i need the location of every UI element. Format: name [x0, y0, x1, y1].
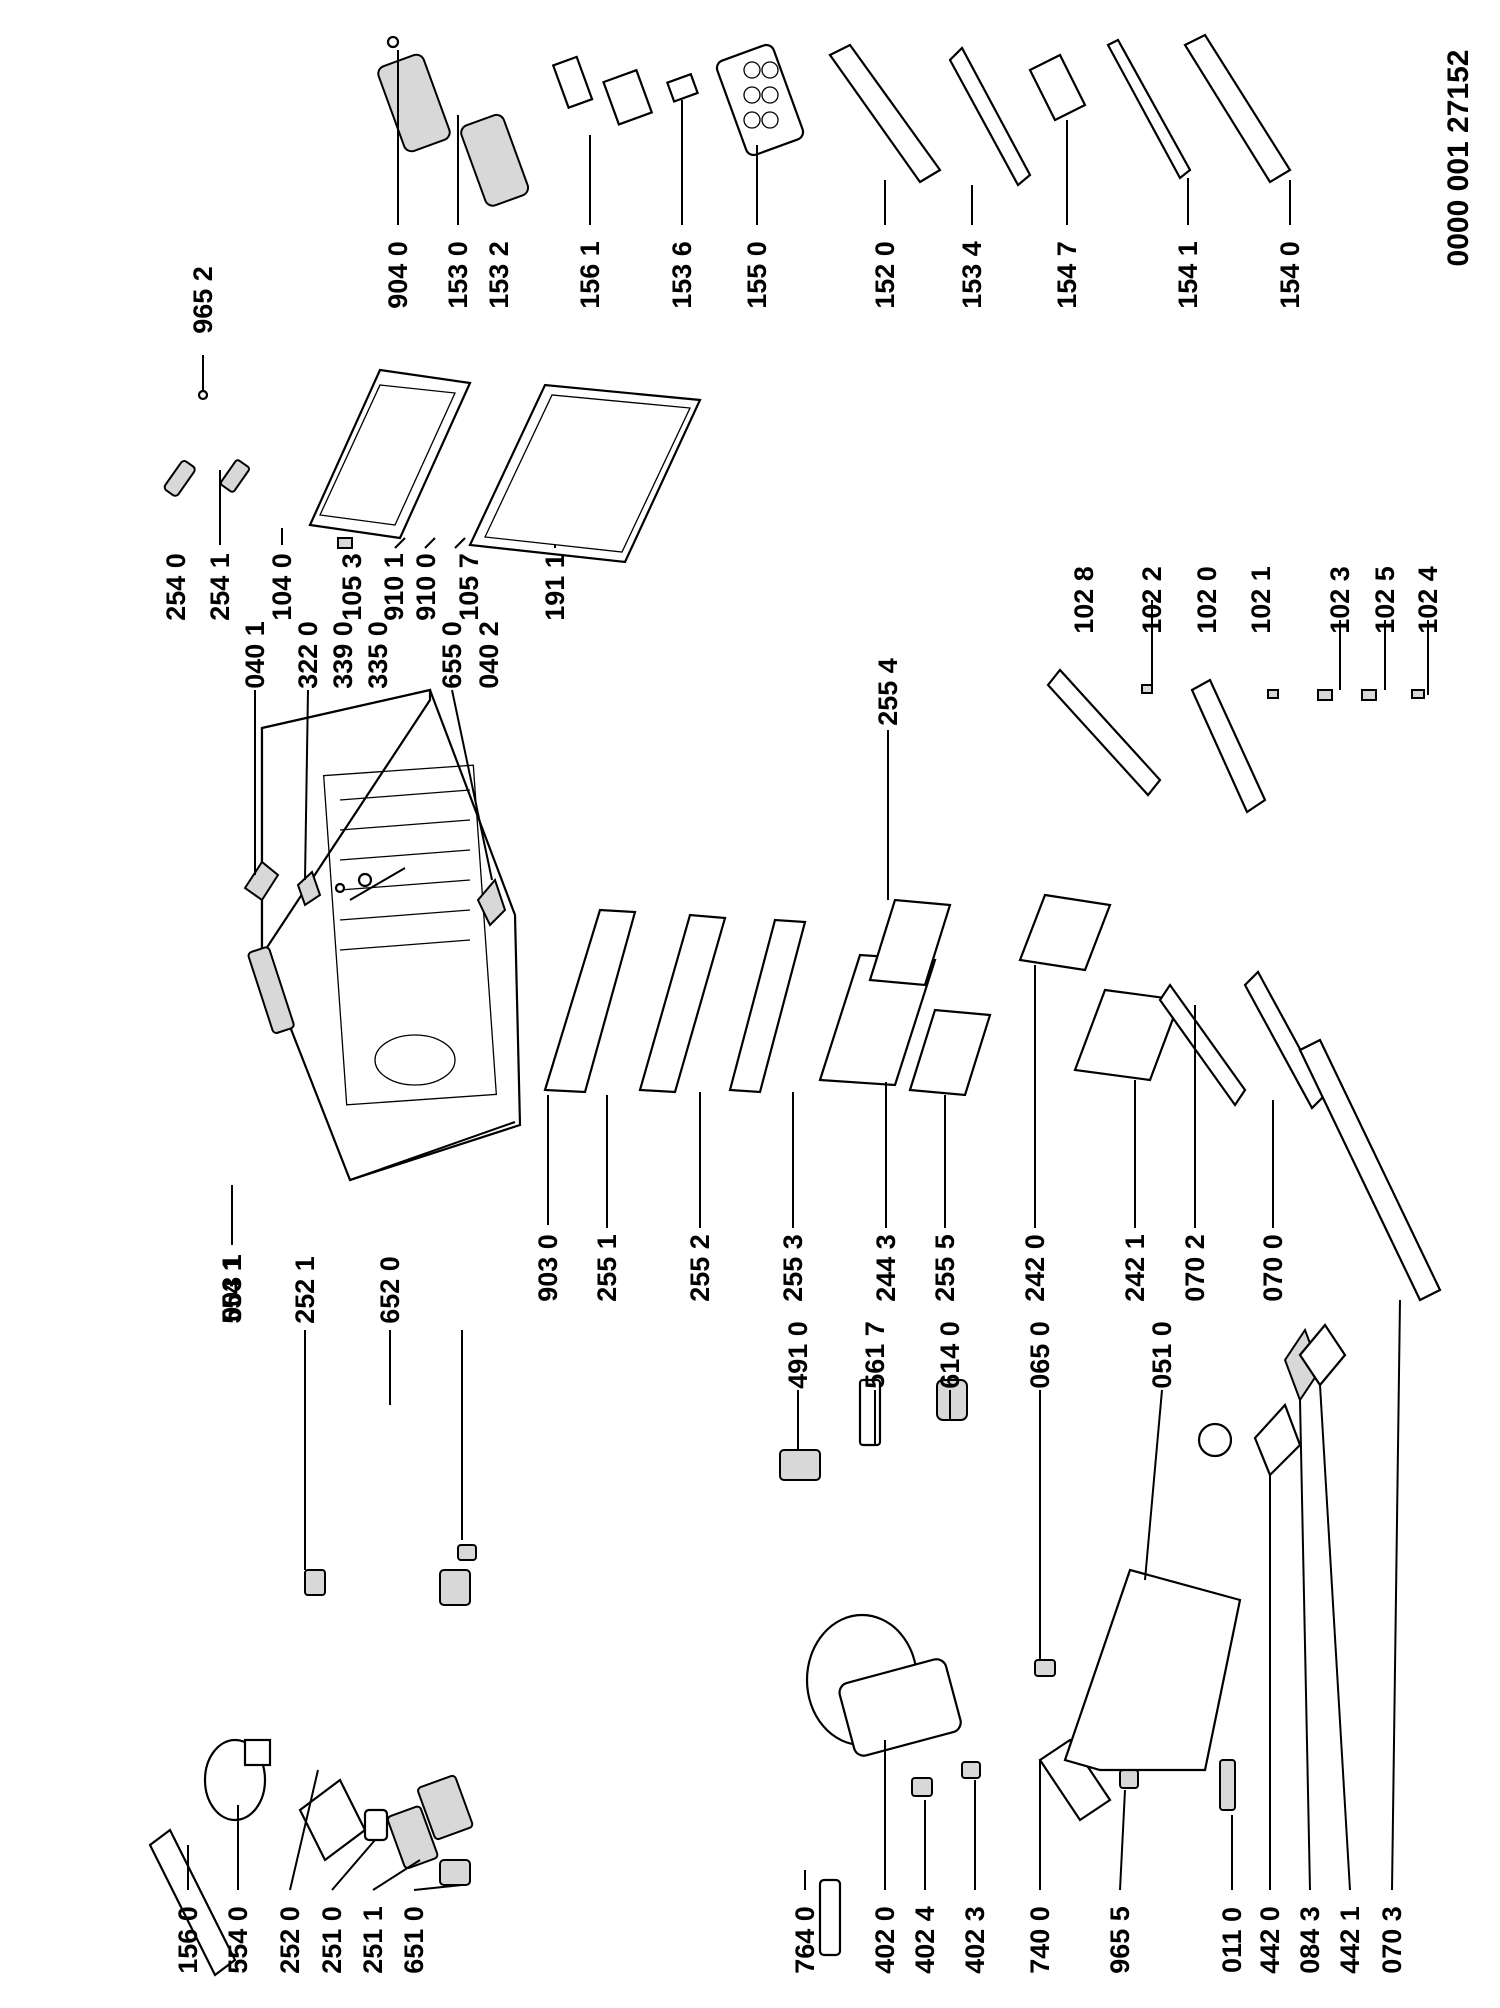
- label-102-8: 102 8: [1069, 566, 1099, 634]
- label-070-0: 070 0: [1258, 1234, 1288, 1302]
- label-255-1: 255 1: [592, 1234, 622, 1302]
- door-shelf-parts: [377, 33, 1292, 207]
- label-104-0: 104 0: [267, 553, 297, 621]
- label-252-0: 252 0: [275, 1906, 305, 1974]
- cabinet-part: [247, 688, 522, 1182]
- document-number: 0000 001 27152: [1442, 50, 1475, 267]
- label-191-1: 191 1: [540, 553, 570, 621]
- label-011-0: 011 0: [1217, 1907, 1247, 1973]
- door-gasket-part: [468, 383, 702, 564]
- label-651-0: 651 0: [399, 1906, 429, 1974]
- compressor-base-parts: [779, 1038, 1442, 1957]
- label-254-1: 254 1: [205, 553, 235, 621]
- label-156-1: 156 1: [575, 241, 605, 309]
- leader-lines: [187, 50, 1429, 1891]
- label-614-0: 614 0: [935, 1321, 965, 1389]
- label-242-0: 242 0: [1020, 1234, 1050, 1302]
- label-251-0: 251 0: [317, 1906, 347, 1974]
- drawer-parts: [818, 898, 992, 1097]
- evaporator-tray-parts: [1046, 668, 1425, 814]
- label-402-4: 402 4: [910, 1906, 940, 1974]
- door-liner-part: [308, 368, 472, 540]
- label-652-0: 652 0: [375, 1256, 405, 1324]
- label-153-0: 153 0: [443, 241, 473, 309]
- label-254-0: 254 0: [161, 553, 191, 621]
- label-153-4: 153 4: [957, 241, 987, 309]
- label-155-0: 155 0: [742, 241, 772, 309]
- label-102-1: 102 1: [1246, 566, 1276, 634]
- label-102-5: 102 5: [1370, 566, 1400, 634]
- door-small-parts: [163, 389, 466, 549]
- left-column-parts: [148, 1544, 477, 1977]
- part-labels: 156 0 554 0 252 0 251 0 251 1 651 0 764 …: [161, 241, 1443, 1974]
- label-040-2: 040 2: [474, 621, 504, 689]
- label-322-0: 322 0: [293, 621, 323, 689]
- label-244-3: 244 3: [871, 1234, 901, 1302]
- label-040-1: 040 1: [240, 621, 270, 689]
- label-003-1: 003 1: [217, 1254, 247, 1322]
- hinge-thermostat-parts: [243, 860, 507, 927]
- label-154-7: 154 7: [1052, 241, 1082, 309]
- label-084-3: 084 3: [1295, 1906, 1325, 1974]
- label-554-0: 554 0: [223, 1906, 253, 1974]
- label-965-5: 965 5: [1105, 1906, 1135, 1974]
- label-491-0: 491 0: [783, 1321, 813, 1389]
- label-965-2: 965 2: [188, 266, 218, 334]
- rail-parts: [1158, 970, 1327, 1110]
- label-051-0: 051 0: [1147, 1321, 1177, 1389]
- label-153-2: 153 2: [484, 241, 514, 309]
- label-152-0: 152 0: [870, 241, 900, 309]
- label-335-0: 335 0: [363, 621, 393, 689]
- label-402-0: 402 0: [870, 1906, 900, 1974]
- label-255-4: 255 4: [873, 658, 903, 726]
- label-102-3: 102 3: [1325, 566, 1355, 634]
- label-903-0: 903 0: [533, 1234, 563, 1302]
- label-070-3: 070 3: [1377, 1906, 1407, 1974]
- label-655-0: 655 0: [437, 621, 467, 689]
- document-number-text: 0000 001 27152: [1442, 50, 1475, 267]
- label-102-4: 102 4: [1413, 566, 1443, 634]
- label-442-0: 442 0: [1255, 1906, 1285, 1974]
- label-252-1: 252 1: [290, 1256, 320, 1324]
- label-402-3: 402 3: [960, 1906, 990, 1974]
- crisper-parts: [1018, 893, 1182, 1082]
- label-154-1: 154 1: [1173, 241, 1203, 309]
- label-105-3: 105 3: [337, 553, 367, 621]
- label-255-3: 255 3: [778, 1234, 808, 1302]
- label-154-0: 154 0: [1275, 241, 1305, 309]
- label-105-7: 105 7: [454, 553, 484, 621]
- label-153-6: 153 6: [667, 241, 697, 309]
- label-910-1: 910 1: [379, 553, 409, 621]
- label-102-0: 102 0: [1192, 566, 1222, 634]
- label-442-1: 442 1: [1335, 1906, 1365, 1974]
- label-764-0: 764 0: [790, 1906, 820, 1974]
- label-156-0: 156 0: [173, 1906, 203, 1974]
- label-255-5: 255 5: [930, 1234, 960, 1302]
- label-255-2: 255 2: [685, 1234, 715, 1302]
- label-102-2: 102 2: [1137, 566, 1167, 634]
- shelf-parts: [543, 908, 807, 1094]
- label-251-1: 251 1: [358, 1906, 388, 1974]
- label-242-1: 242 1: [1120, 1234, 1150, 1302]
- label-070-2: 070 2: [1180, 1234, 1210, 1302]
- label-339-0: 339 0: [328, 621, 358, 689]
- label-561-7: 561 7: [860, 1321, 890, 1389]
- label-065-0: 065 0: [1025, 1321, 1055, 1389]
- label-740-0: 740 0: [1025, 1906, 1055, 1974]
- label-910-0: 910 0: [411, 553, 441, 621]
- label-554-1: 554 1: [217, 1256, 247, 1324]
- label-904-0: 904 0: [383, 241, 413, 309]
